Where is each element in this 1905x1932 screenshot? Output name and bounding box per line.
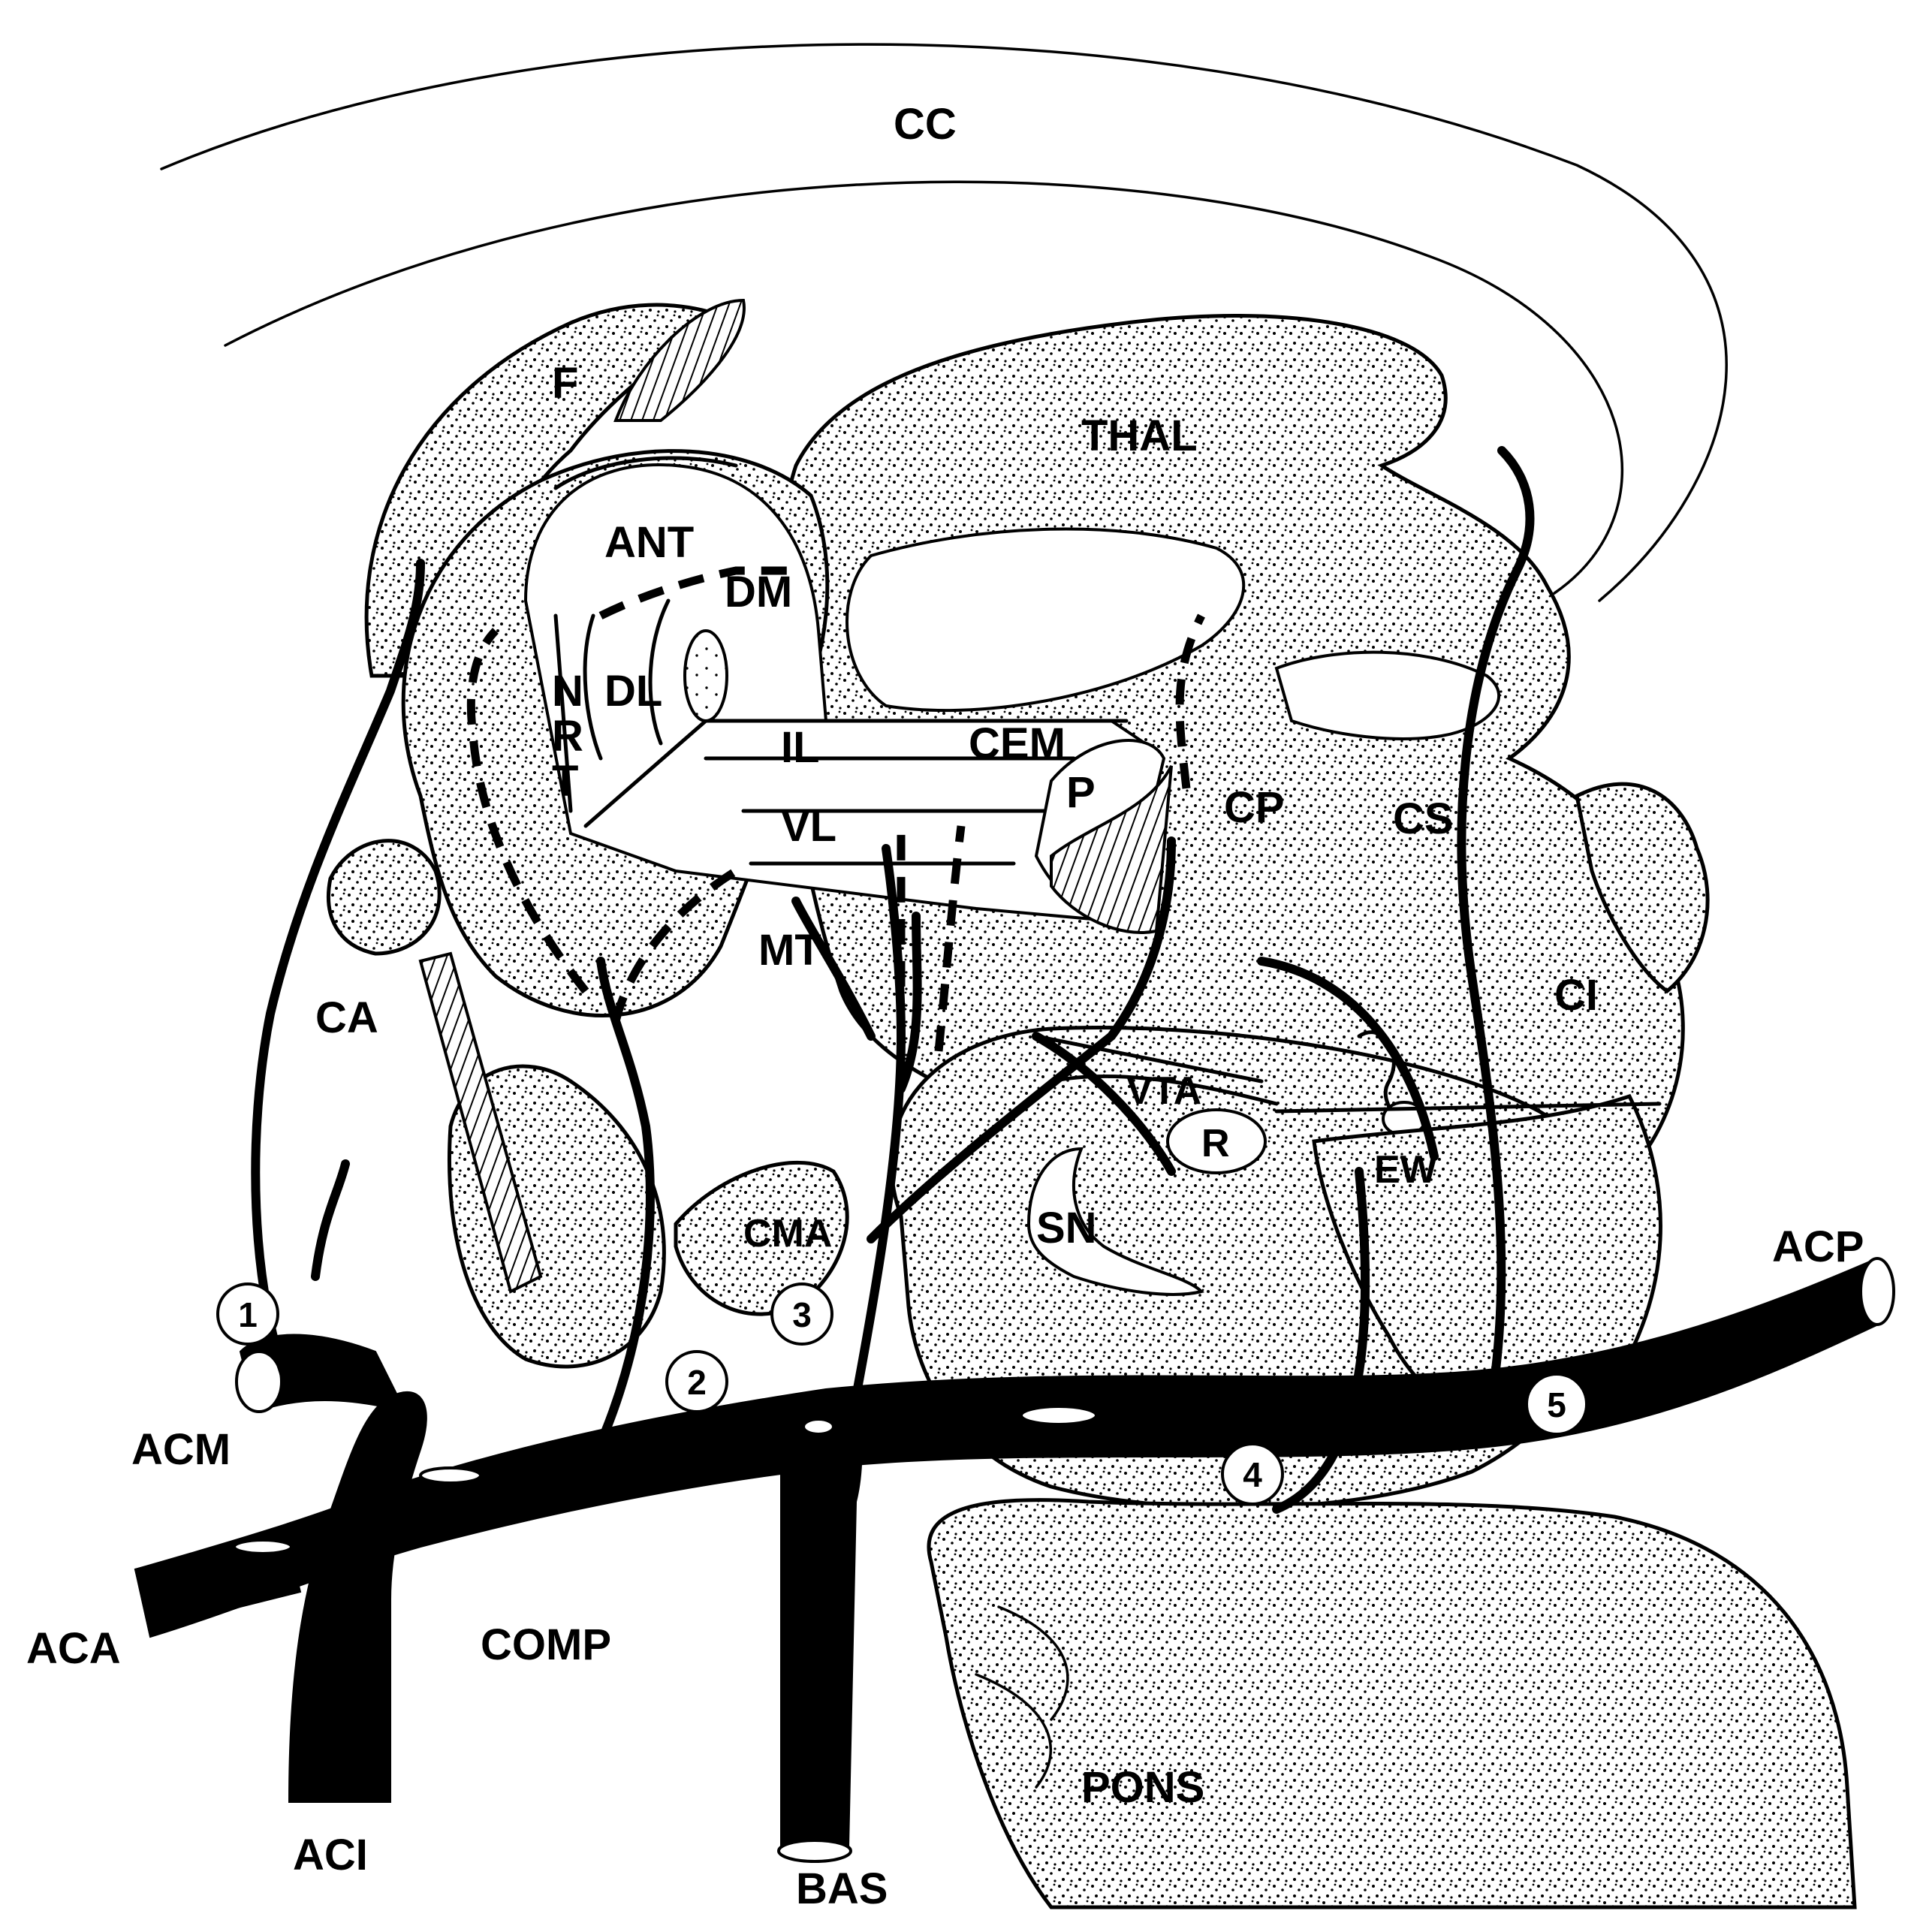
- label-dl: DL: [604, 667, 662, 716]
- marker-2: 2: [667, 1352, 727, 1412]
- label-nrt-t: T: [552, 757, 578, 806]
- marker-5: 5: [1527, 1374, 1587, 1434]
- label-vl: VL: [781, 802, 836, 851]
- svg-text:5: 5: [1547, 1385, 1566, 1424]
- label-comp: COMP: [481, 1620, 611, 1669]
- marker-1: 1: [218, 1284, 278, 1344]
- label-ant: ANT: [604, 518, 694, 567]
- label-il: IL: [781, 723, 820, 772]
- marker-4: 4: [1222, 1444, 1283, 1504]
- label-ci: CI: [1554, 971, 1598, 1020]
- svg-text:1: 1: [238, 1295, 258, 1334]
- label-aci: ACI: [293, 1831, 368, 1879]
- label-aca: ACA: [26, 1624, 121, 1673]
- label-cem: CEM: [969, 719, 1066, 768]
- svg-text:4: 4: [1243, 1455, 1262, 1494]
- label-thal: THAL: [1081, 411, 1198, 460]
- label-cma: CMA: [743, 1212, 832, 1255]
- label-cs: CS: [1393, 794, 1454, 843]
- pons: [929, 1500, 1855, 1907]
- label-f: F: [552, 359, 578, 408]
- label-r: R: [1201, 1122, 1230, 1165]
- label-nrt-r: R: [552, 712, 583, 761]
- label-pons: PONS: [1081, 1763, 1204, 1812]
- label-acm: ACM: [131, 1425, 231, 1474]
- svg-text:3: 3: [792, 1295, 812, 1334]
- label-ca: CA: [315, 993, 378, 1042]
- svg-text:2: 2: [687, 1363, 707, 1402]
- label-bas: BAS: [796, 1864, 888, 1913]
- marker-3: 3: [772, 1284, 832, 1344]
- label-dm: DM: [725, 568, 792, 616]
- label-cp: CP: [1224, 783, 1285, 832]
- label-acp: ACP: [1772, 1222, 1864, 1271]
- label-ew: EW: [1374, 1148, 1438, 1192]
- label-vta: VTA: [1126, 1069, 1201, 1113]
- label-sn: SN: [1036, 1204, 1097, 1252]
- label-p: P: [1066, 768, 1096, 817]
- label-cc: CC: [894, 100, 957, 149]
- label-nrt-n: N: [552, 667, 583, 716]
- label-mt: MT: [758, 926, 821, 975]
